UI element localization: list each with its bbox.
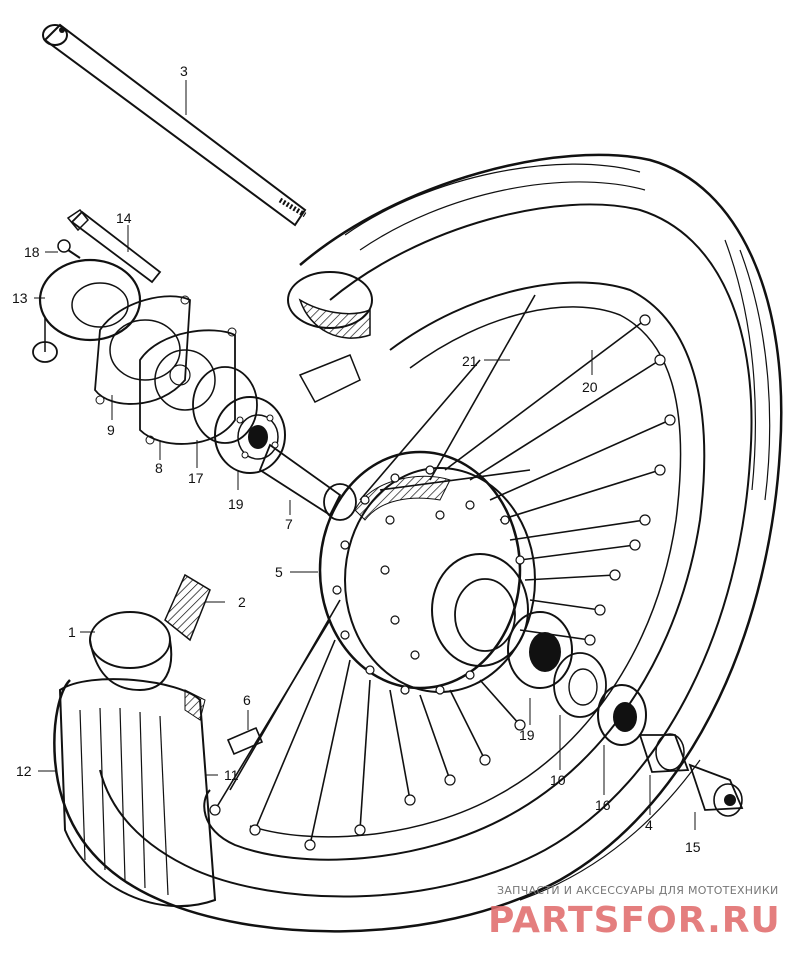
callout-6: 6 <box>243 692 251 708</box>
bolt <box>66 208 162 284</box>
callout-20: 20 <box>582 379 598 395</box>
callout-19-upper: 19 <box>228 496 244 512</box>
axle <box>42 23 307 227</box>
callout-17: 17 <box>188 470 204 486</box>
watermark-caption: ЗАПЧАСТИ И АКСЕССУАРЫ ДЛЯ МОТОТЕХНИКИ <box>497 884 779 897</box>
callout-14: 14 <box>116 210 132 226</box>
spokes <box>214 294 671 846</box>
callout-2: 2 <box>238 594 246 610</box>
spacer-sleeve <box>638 733 690 773</box>
callout-4: 4 <box>645 817 653 833</box>
valve-cap <box>226 726 264 756</box>
callout-12: 12 <box>16 763 32 779</box>
gasket <box>94 295 191 405</box>
callout-9: 9 <box>107 422 115 438</box>
leader-lines <box>34 80 696 830</box>
rim-band <box>164 573 211 642</box>
tyre <box>53 153 783 933</box>
axle-nut <box>688 763 744 817</box>
callout-7: 7 <box>285 516 293 532</box>
spoke-nipples <box>209 314 676 851</box>
callout-15: 15 <box>685 839 701 855</box>
callout-10: 10 <box>550 772 566 788</box>
distance-collar <box>258 443 357 521</box>
callout-21: 21 <box>462 353 478 369</box>
callout-5: 5 <box>275 564 283 580</box>
callouts: 3 14 18 13 9 8 17 19 7 21 20 5 2 1 6 11 … <box>12 63 701 855</box>
speedometer-gearbox <box>32 258 142 363</box>
screw <box>57 239 81 259</box>
oil-seal <box>553 652 607 718</box>
o-ring <box>192 366 258 444</box>
watermark-logo: PARTSFOR.RU <box>488 900 781 941</box>
callout-3: 3 <box>180 63 188 79</box>
callout-18: 18 <box>24 244 40 260</box>
callout-11: 11 <box>224 767 239 783</box>
callout-16: 16 <box>595 797 611 813</box>
side-collar <box>597 684 647 746</box>
callout-1: 1 <box>68 624 76 640</box>
tyre-section <box>58 678 217 908</box>
hub <box>318 450 536 695</box>
inner-tube <box>89 611 173 692</box>
callout-13: 13 <box>12 290 28 306</box>
callout-19-lower: 19 <box>519 727 535 743</box>
bearing-lower <box>507 611 573 689</box>
bearing-upper <box>214 396 286 474</box>
callout-8: 8 <box>155 460 163 476</box>
